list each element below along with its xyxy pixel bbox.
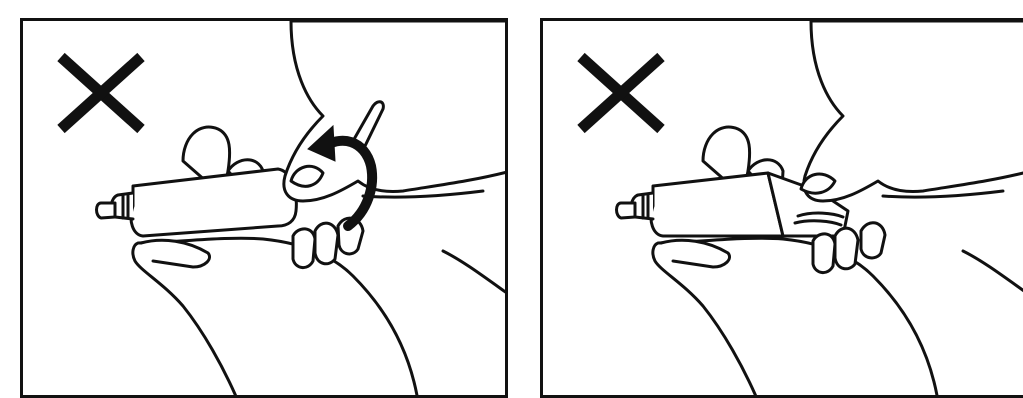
illustration-left — [23, 21, 508, 398]
upper-hand — [804, 21, 1023, 201]
tube-body-icon — [651, 173, 783, 236]
illustration-right — [543, 21, 1023, 398]
cross-mark-icon — [581, 57, 661, 129]
panel-right — [540, 18, 1023, 398]
cross-mark-icon — [61, 57, 141, 129]
caption-left — [24, 0, 444, 14]
caption-right — [542, 0, 962, 14]
tube-body-icon — [131, 169, 296, 236]
panel-left — [20, 18, 508, 398]
